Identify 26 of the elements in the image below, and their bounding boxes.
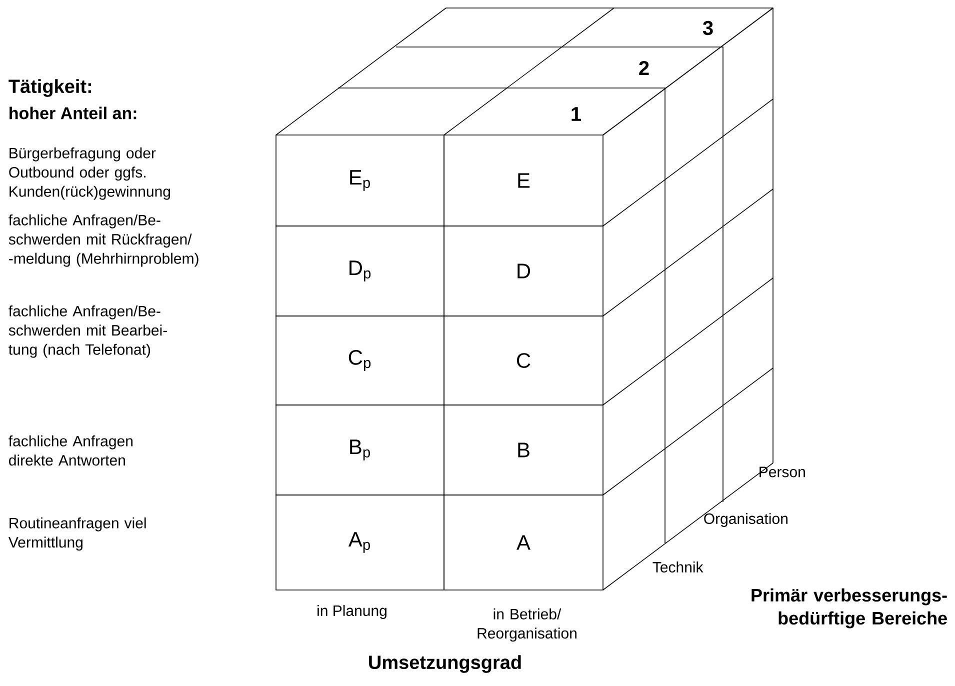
axis-title: Umsetzungsgrad <box>369 655 521 673</box>
grid-cell: D$_{p}$ <box>276 226 444 316</box>
row-label: fachliche Anfragen/Be- schwerden mit Bearbei- tung (nach Telefonat) <box>8 305 167 358</box>
grid-cell: E$_{p}$ <box>276 134 444 226</box>
row-label: fachliche Anfragen direkte Antworten <box>8 435 132 466</box>
axis-title: Primär verbesserungs- bedürftige Bereiche <box>752 588 947 628</box>
grid-cell: C <box>444 316 604 406</box>
grid-cell: A$_{p}$ <box>276 494 444 590</box>
grid-cell: C$_{p}$ <box>276 316 444 406</box>
row-label: Bürgerbefragung oder Outbound oder ggfs. Kunden(rück)gewinnung <box>9 147 170 200</box>
row-label: fachliche Anfragen/Be- schwerden mit Rückfragen/ -meldung (Mehrhirnproblem) <box>8 214 198 267</box>
grid-cell: B$_{p}$ <box>276 404 444 496</box>
grid-cell: A <box>444 494 604 590</box>
axis-label: Technik <box>652 562 704 572</box>
grid-cell: E <box>444 134 604 226</box>
axis-label: Person <box>760 466 805 478</box>
axis-label: in Planung <box>318 605 386 619</box>
axis-title: Tätigkeit: <box>8 79 92 97</box>
axis-subtitle: hoher Anteil an: <box>10 106 136 120</box>
grid-cell: B <box>444 404 604 496</box>
layer-number: 3 <box>702 20 713 36</box>
grid-cell: D <box>444 226 604 316</box>
axis-label: Organisation <box>704 513 788 527</box>
row-label: Routineanfragen viel Vermittlung <box>8 517 146 551</box>
axis-label: in Betrieb/ Reorganisation <box>478 608 576 642</box>
layer-number: 2 <box>639 61 649 75</box>
